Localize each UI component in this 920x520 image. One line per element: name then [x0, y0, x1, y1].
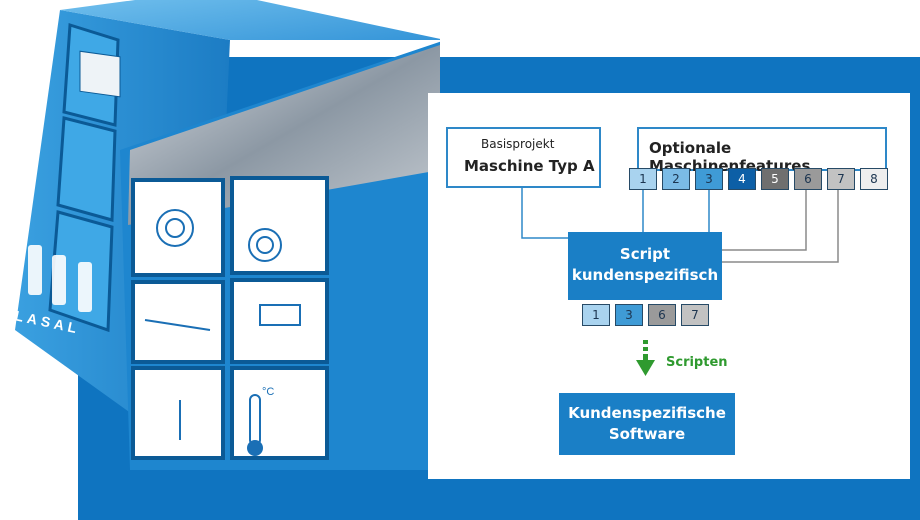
feature-cell-4: 4 [728, 168, 756, 190]
script-cell-7: 7 [681, 304, 709, 326]
base-project-name: Maschine Typ A [464, 157, 595, 175]
feature-cell-3: 3 [695, 168, 723, 190]
feature-cell-2: 2 [662, 168, 690, 190]
script-cell-3: 3 [615, 304, 643, 326]
feature-cell-7: 7 [827, 168, 855, 190]
scripten-label: Scripten [666, 355, 728, 370]
output-line1: Kundenspezifische [568, 404, 726, 422]
script-cell-1: 1 [582, 304, 610, 326]
feature-cell-8: 8 [860, 168, 888, 190]
feature-cell-6: 6 [794, 168, 822, 190]
script-line1: Script [619, 245, 671, 263]
optional-features-box: Optionale Maschinenfeatures [637, 127, 887, 175]
script-cell-6: 6 [648, 304, 676, 326]
base-project-label: Basisprojekt [481, 137, 555, 151]
script-box: Script kundenspezifisch [568, 232, 722, 300]
feature-cell-1: 1 [629, 168, 657, 190]
thermo-unit: °C [262, 386, 274, 398]
feature-cell-5: 5 [761, 168, 789, 190]
script-line2: kundenspezifisch [571, 266, 719, 284]
lasal-cube-illustration: LASAL °C [13, 0, 440, 470]
output-line2: Software [608, 425, 686, 443]
output-box: Kundenspezifische Software [559, 393, 735, 455]
base-project-box: Basisprojekt Maschine Typ A [446, 127, 601, 188]
